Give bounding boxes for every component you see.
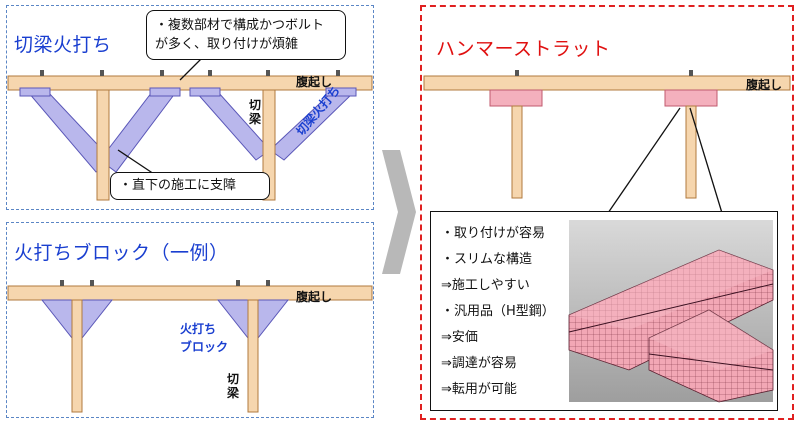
brace-block-drawing: [7, 280, 373, 413]
hammer-plate-left: [489, 89, 543, 107]
panel-strut-brace-title: 切梁火打ち: [14, 34, 112, 56]
info-item: ⇒調達が容易: [441, 356, 517, 371]
strut-label: 切 梁: [226, 372, 240, 400]
callout-complex-bolts: ・複数部材で構成かつボルト が多く、取り付けが煩雑: [146, 10, 346, 60]
panel-brace-block: [6, 222, 374, 418]
strut-left: [71, 299, 83, 413]
bolt-plate: [19, 87, 51, 97]
strut-right: [685, 105, 697, 199]
callout-line: ・複数部材で構成かつボルト: [155, 18, 325, 33]
strut-right: [247, 299, 259, 413]
callout-obstruction: ・直下の施工に支障: [110, 172, 270, 200]
info-item: ・取り付けが容易: [441, 226, 546, 241]
block-label-line: 火打ち: [180, 322, 217, 336]
info-item: ⇒転用が可能: [441, 382, 517, 397]
strut-label-char: 梁: [248, 112, 261, 126]
panel-brace-block-title: 火打ちブロック（一例）: [14, 242, 229, 264]
info-item: ⇒施工しやすい: [441, 278, 530, 293]
panel-strut-brace: [6, 5, 374, 210]
bolt-plate: [325, 87, 357, 97]
bolt-plate: [149, 87, 181, 97]
strut-label-char: 梁: [226, 386, 239, 400]
strut-label: 切 梁: [248, 98, 262, 126]
strut-label-char: 切: [248, 98, 261, 112]
hammer-strut-info-box: ・取り付けが容易 ・スリムな構造 ⇒施工しやすい ・汎用品（H型鋼） ⇒安価 ⇒…: [430, 211, 778, 411]
strut-label-char: 切: [226, 372, 239, 386]
strut-left: [511, 105, 523, 199]
panel-hammer-strut-title: ハンマーストラット: [436, 38, 611, 60]
info-item: ⇒安価: [441, 330, 478, 345]
hammer-plate-right: [664, 89, 718, 107]
waling-beam: [7, 285, 373, 301]
block-label-line: ブロック: [180, 340, 229, 354]
strut-brace-drawing: [7, 54, 373, 201]
waling-label: 腹起し: [296, 75, 333, 89]
waling-beam: [423, 75, 791, 91]
strut-left: [96, 89, 110, 201]
waling-label: 腹起し: [746, 78, 783, 92]
waling-label: 腹起し: [296, 290, 333, 304]
hammer-strut-3d-model: [568, 220, 774, 403]
callout-line: が多く、取り付けが煩雑: [155, 37, 299, 52]
bolt-plate: [189, 87, 221, 97]
info-item: ・スリムな構造: [441, 252, 533, 267]
info-item: ・汎用品（H型鋼）: [441, 304, 555, 319]
panel-hammer-strut: [420, 5, 794, 420]
